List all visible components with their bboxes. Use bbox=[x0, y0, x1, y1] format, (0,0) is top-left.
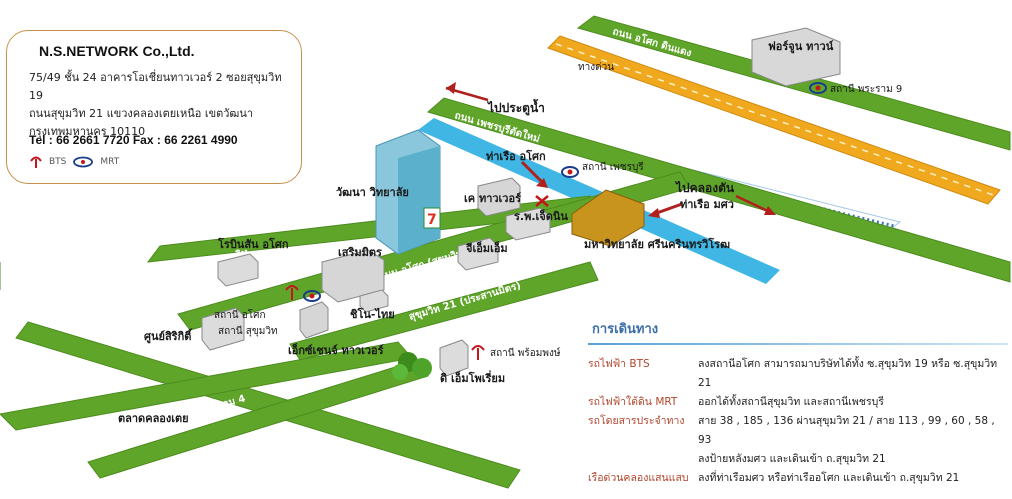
label-jetanin: ร.พ.เจ็ดนิน bbox=[514, 209, 568, 223]
arrow-mahadthai-pier bbox=[648, 202, 683, 218]
travel-row: ลงป้ายหลังมศว และเดินเข้า ถ.สุขุมวิท 21 bbox=[588, 450, 1008, 469]
road-sukhumvit21-prasanmit bbox=[289, 261, 599, 361]
travel-row-value: ออกได้ทั้งสถานีสุขุมวิท และสถานีเพชรบุรี bbox=[698, 396, 884, 408]
building-gmm bbox=[457, 237, 499, 271]
legend-bts-label: BTS bbox=[49, 157, 67, 167]
bts-icon-phrom-phong bbox=[471, 345, 485, 360]
travel-row: เรือด่วนคลองแสนแสบ ลงที่ท่าเรือมศว หรือท… bbox=[588, 469, 1008, 488]
travel-row-label: รถโดยสารประจำทาง bbox=[588, 415, 685, 427]
building-jetanin bbox=[505, 207, 551, 241]
company-phone: Tel : 66 2661 7720 Fax : 66 2261 4990 bbox=[29, 133, 238, 147]
label-fortune-town: ฟอร์จูน ทาวน์ bbox=[768, 40, 834, 54]
arrow-to-khlongtan bbox=[735, 194, 776, 216]
label-emporium: ดิ เอ็มโพเรี่ยม bbox=[440, 370, 505, 385]
company-name: N.S.NETWORK Co.,Ltd. bbox=[39, 43, 195, 59]
building-sirikit bbox=[201, 307, 245, 351]
label-k-tower: เค ทาวเวอร์ bbox=[464, 192, 521, 205]
bts-icon-asoke bbox=[285, 285, 299, 300]
travel-row-value: ลงที่ท่าเรือมศว หรือท่าเรืออโศก และเดินเ… bbox=[698, 472, 960, 484]
address-line-3: กรุงเทพมหานคร 10110 bbox=[29, 125, 146, 138]
travel-row-label: รถไฟฟ้า BTS bbox=[588, 358, 650, 370]
travel-row-value: ลงป้ายหลังมศว และเดินเข้า ถ.สุขุมวิท 21 bbox=[698, 453, 886, 465]
label-mahadthai-pier: ท่าเรือ มศว bbox=[680, 198, 734, 211]
arrow-to-pratunam bbox=[445, 82, 489, 102]
mrt-logo-icon bbox=[73, 156, 94, 168]
travel-row-label: รถไฟฟ้าใต้ดิน MRT bbox=[588, 396, 678, 408]
label-gmm: จีเอ็มเอ็ม bbox=[465, 241, 507, 255]
travel-row-value: ลงสถานีอโศก สามารถมาบริษัทได้ทั้ง ซ.สุขุ… bbox=[698, 358, 998, 389]
building-k-tower bbox=[477, 177, 521, 217]
travel-row-value: สาย 38 , 185 , 136 ผ่านสุขุมวิท 21 / สาย… bbox=[698, 415, 995, 446]
travel-row: รถโดยสารประจำทาง สาย 38 , 185 , 136 ผ่าน… bbox=[588, 412, 1008, 450]
building-emporium bbox=[439, 339, 469, 377]
label-exchange-tower: เอ็กซ์เชนจ์ ทาวเวอร์ bbox=[288, 343, 384, 357]
road-label-expressway: ทางด่วน bbox=[578, 62, 614, 73]
label-khlongtoei: ตลาดคลองเตย bbox=[118, 412, 189, 425]
cross-marker-icon bbox=[535, 195, 549, 207]
label-to-pratunam: ไปประตูน้ำ bbox=[486, 98, 545, 116]
transit-legend: BTS MRT bbox=[29, 155, 119, 169]
address-line-1: 75/49 ชั้น 24 อาคารโอเชี่ยนทาวเวอร์ 2 ซอ… bbox=[29, 71, 282, 102]
building-exchange bbox=[299, 301, 329, 339]
mrt-icon-sukhumvit bbox=[303, 290, 321, 302]
mrt-icon-phetchaburi bbox=[561, 166, 579, 178]
label-srinakarin: เสริมมิตร bbox=[338, 246, 382, 259]
travel-row: รถไฟฟ้า BTS ลงสถานีอโศก สามารถมาบริษัทได… bbox=[588, 355, 1008, 393]
building-srinakarin bbox=[321, 249, 385, 303]
label-to-khlongtan: ไปคลองตัน bbox=[674, 180, 735, 195]
road-sukhumvit bbox=[15, 321, 521, 489]
label-phrom-phong-station: สถานี พร้อมพงษ์ bbox=[490, 347, 561, 359]
building-swu bbox=[571, 189, 645, 247]
building-robinson bbox=[217, 253, 259, 287]
label-swu: มหาวิทยาลัย ศรีนครินทรวิโรฒ bbox=[584, 237, 730, 251]
label-vadhana: วัฒนา วิทยาลัย bbox=[336, 186, 409, 199]
bts-logo-icon bbox=[30, 156, 42, 168]
seven-eleven-icon: 7 bbox=[423, 207, 441, 229]
road-rama4-lower bbox=[0, 341, 413, 431]
contact-bubble: N.S.NETWORK Co.,Ltd. 75/49 ชั้น 24 อาคาร… bbox=[6, 30, 302, 184]
legend-mrt-label: MRT bbox=[100, 157, 120, 167]
label-robinson: โรบินสัน อโศก bbox=[217, 237, 289, 251]
company-address: 75/49 ชั้น 24 อาคารโอเชี่ยนทาวเวอร์ 2 ซอ… bbox=[29, 69, 297, 141]
travel-info-panel: การเดินทาง รถไฟฟ้า BTS ลงสถานีอโศก สามาร… bbox=[588, 318, 1008, 488]
building-chino bbox=[359, 289, 389, 313]
label-asoke-station: สถานี อโศก bbox=[214, 308, 266, 321]
label-sukhumvit-station: สถานี สุขุมวิท bbox=[218, 325, 278, 337]
travel-row: รถไฟฟ้าใต้ดิน MRT ออกได้ทั้งสถานีสุขุมวิ… bbox=[588, 393, 1008, 412]
building-fortune-town bbox=[751, 27, 841, 87]
travel-divider bbox=[588, 343, 1008, 345]
travel-row-label bbox=[588, 450, 698, 469]
label-chino: ชิโน-ไทย bbox=[350, 307, 395, 321]
travel-row-label: เรือด่วนคลองแสนแสบ bbox=[588, 472, 689, 484]
label-sirikit: ศูนย์สิริกิติ์ bbox=[144, 328, 193, 344]
travel-heading: การเดินทาง bbox=[592, 322, 659, 337]
address-line-2: ถนนสุขุมวิท 21 แขวงคลองเตยเหนือ เขตวัฒนา bbox=[29, 107, 254, 120]
label-phetchaburi-station: สถานี เพชรบุรี bbox=[582, 161, 644, 173]
label-rama9-station: สถานี พระราม 9 bbox=[830, 83, 902, 95]
svg-text:7: 7 bbox=[427, 212, 437, 228]
mrt-icon-rama9 bbox=[809, 82, 827, 94]
road-phetchaburi bbox=[426, 97, 1011, 283]
label-asoke-pier: ท่าเรือ อโศก bbox=[486, 149, 546, 163]
arrow-asoke-pier bbox=[520, 160, 548, 188]
trees-benjasiri-park bbox=[392, 352, 432, 380]
